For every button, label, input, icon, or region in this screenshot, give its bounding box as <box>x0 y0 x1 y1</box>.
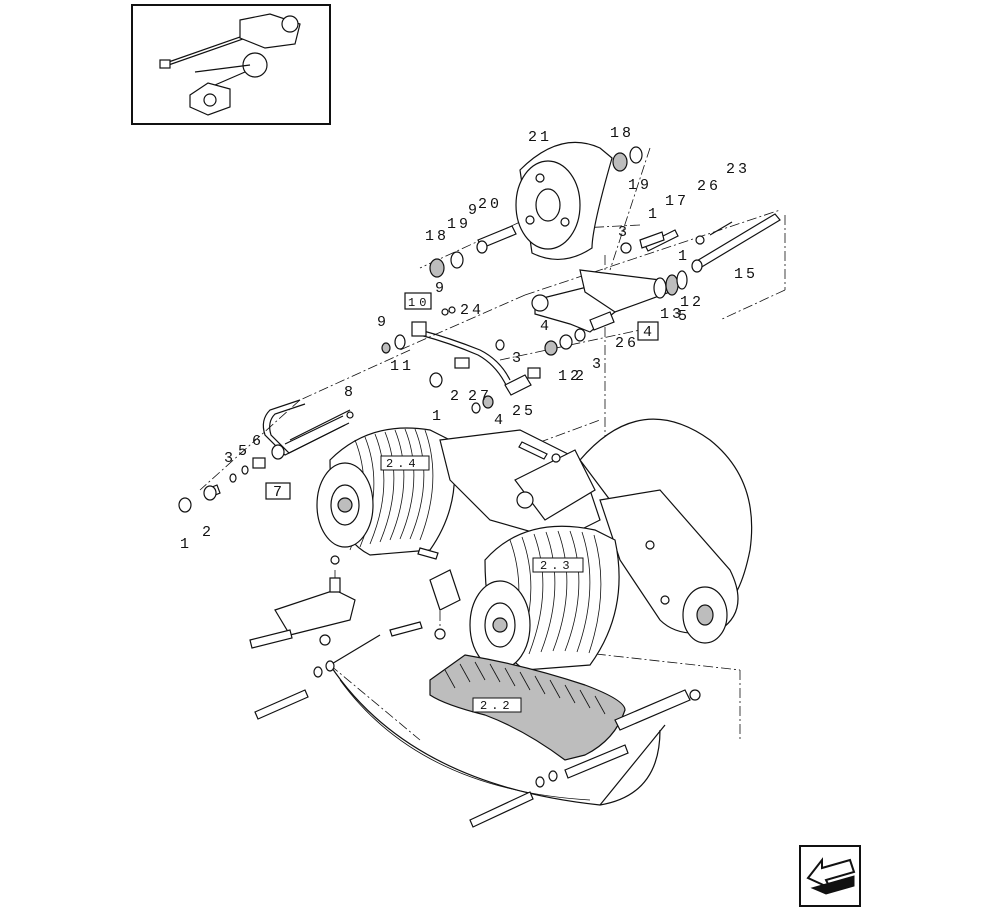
callout-15: 15 <box>734 266 758 283</box>
callout-3d: 3 <box>592 356 604 373</box>
ref-box-2-3[interactable]: 2.3 <box>532 557 584 573</box>
idler-roller[interactable] <box>515 141 613 261</box>
callout-17: 17 <box>665 193 689 210</box>
boxed-callout-10[interactable]: 10 <box>404 292 432 310</box>
callout-2b: 2 <box>575 368 587 385</box>
callout-3c: 3 <box>512 350 524 367</box>
callout-9b: 9 <box>468 202 480 219</box>
svg-text:4: 4 <box>643 324 655 341</box>
callout-18a: 18 <box>425 228 449 245</box>
callout-8: 8 <box>344 384 356 401</box>
svg-text:10: 10 <box>408 296 430 310</box>
callout-12a: 12 <box>680 294 704 311</box>
belt-guard-shields[interactable] <box>274 569 691 806</box>
callout-1: 1 <box>180 536 192 553</box>
callout-2: 2 <box>202 524 214 541</box>
v-belt[interactable] <box>429 654 626 761</box>
callout-1c: 1 <box>678 248 690 265</box>
callout-6: 6 <box>252 433 264 450</box>
callout-20: 20 <box>478 196 502 213</box>
pivot-pins[interactable] <box>620 213 781 273</box>
lower-drive-pulley[interactable] <box>469 525 620 671</box>
callout-24: 24 <box>460 302 484 319</box>
tensioner-arm[interactable] <box>531 269 688 356</box>
callout-9a: 9 <box>377 314 389 331</box>
callout-4b: 4 <box>494 412 506 429</box>
ref-box-2-4[interactable]: 2.4 <box>380 455 430 471</box>
callout-4a: 4 <box>540 318 552 335</box>
svg-text:2.3: 2.3 <box>540 559 574 573</box>
svg-text:2.2: 2.2 <box>480 699 514 713</box>
callout-5b: 5 <box>678 308 690 325</box>
callout-27: 27 <box>468 388 492 405</box>
callout-2c: 2 <box>450 388 462 405</box>
assembly-overview-thumbnail[interactable] <box>131 4 331 125</box>
svg-text:2.4: 2.4 <box>386 457 420 471</box>
callout-19b: 19 <box>628 177 652 194</box>
ref-box-2-2[interactable]: 2.2 <box>472 697 522 713</box>
upper-drive-pulley[interactable] <box>316 427 456 556</box>
callout-19a: 19 <box>447 216 471 233</box>
roller-shaft[interactable] <box>429 225 517 278</box>
callout-25: 25 <box>512 403 536 420</box>
callout-13: 13 <box>660 306 684 323</box>
callout-21: 21 <box>528 129 552 146</box>
callout-26: 26 <box>697 178 721 195</box>
previous-page-arrow-icon[interactable] <box>799 845 861 907</box>
callout-18b: 18 <box>610 125 634 142</box>
callout-26b: 26 <box>615 335 639 352</box>
callout-3: 3 <box>224 450 236 467</box>
boxed-callout-4[interactable]: 4 <box>637 321 659 341</box>
callout-3b: 3 <box>618 224 630 241</box>
fasteners[interactable] <box>249 441 701 828</box>
callout-9c: 9 <box>435 280 447 297</box>
svg-text:7: 7 <box>273 484 285 501</box>
bearing-set-right[interactable] <box>612 146 643 172</box>
callout-labels: 1 2 3 5 6 8 9 11 18 19 9 20 9 24 21 18 1… <box>180 125 758 553</box>
grease-hose[interactable] <box>178 399 351 513</box>
callout-5: 5 <box>238 443 250 460</box>
callout-11: 11 <box>390 358 414 375</box>
flywheel-housing[interactable] <box>579 418 753 644</box>
boxed-callout-7[interactable]: 7 <box>265 482 291 501</box>
callout-12b: 12 <box>558 368 582 385</box>
callout-23: 23 <box>726 161 750 178</box>
callout-1b: 1 <box>648 206 660 223</box>
grease-line-fittings[interactable] <box>346 306 541 419</box>
callout-1d: 1 <box>432 408 444 425</box>
